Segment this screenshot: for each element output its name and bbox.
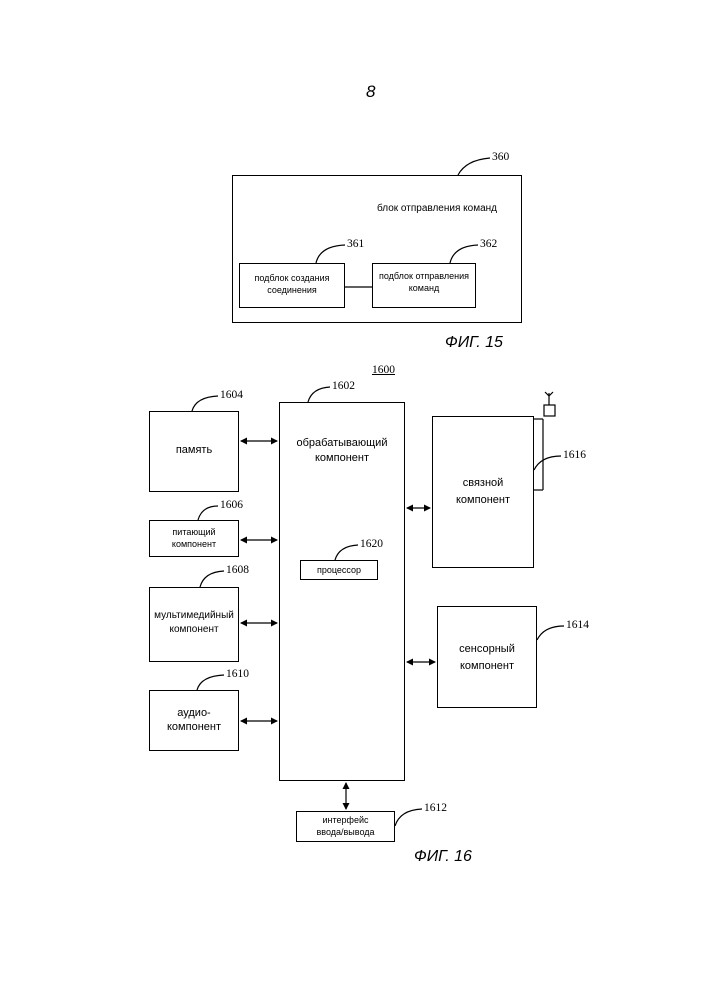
leader-361 [316,245,345,263]
leader-362 [450,245,478,263]
leader-1604 [192,396,218,411]
antenna-icon [534,392,555,490]
leader-1612 [395,809,422,826]
leader-1610 [197,675,224,690]
leader-1616 [534,456,561,470]
leader-1608 [200,571,224,587]
leader-1620 [335,545,358,560]
leader-360 [458,158,490,175]
leader-1602 [308,387,330,402]
leader-1606 [198,506,218,520]
leader-1614 [537,626,564,640]
